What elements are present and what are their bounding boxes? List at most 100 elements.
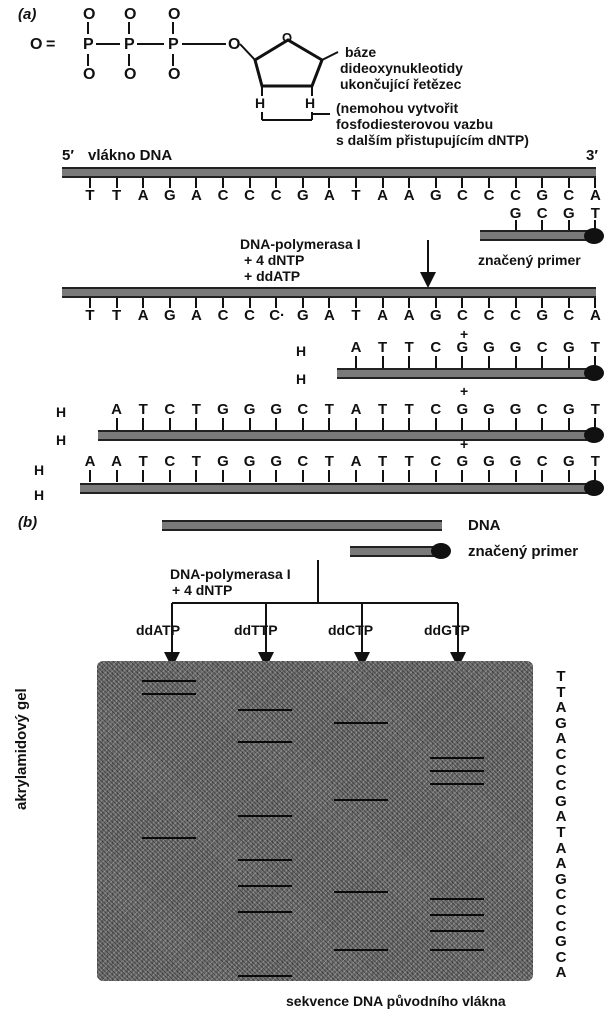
product-2-base: C xyxy=(297,401,309,418)
template-1-tick xyxy=(275,178,278,188)
product-3-tick xyxy=(355,470,357,482)
product-1-base: T xyxy=(590,339,600,356)
read-sequence-base: G xyxy=(555,792,567,810)
product-2-dot xyxy=(584,427,604,443)
product-2-tick xyxy=(275,418,278,430)
read-sequence-base: C xyxy=(555,886,567,904)
primer-base: T xyxy=(590,205,600,222)
primer-label-dot xyxy=(584,228,604,244)
primer-b-dot xyxy=(431,543,451,559)
template-1-tick xyxy=(381,178,384,188)
reaction-a-line-1: DNA-polymerasa I xyxy=(240,236,361,252)
product-3-base: C xyxy=(164,453,176,470)
read-sequence-base: C xyxy=(555,746,567,763)
template-2-base: T xyxy=(351,307,361,324)
product-2-tick xyxy=(567,418,570,430)
template-1-base: C xyxy=(270,187,282,204)
product-3-base: A xyxy=(111,453,123,470)
product-2-base: C xyxy=(164,401,176,418)
phosphorus-2: P xyxy=(124,36,135,53)
product-3-base: G xyxy=(509,453,522,470)
product-3-tick xyxy=(541,470,544,482)
template-1-tick xyxy=(408,178,411,188)
product-2-tick xyxy=(142,418,145,430)
template-2-tick xyxy=(541,298,544,308)
product-strand-3 xyxy=(80,483,591,494)
gel-band-ddctp xyxy=(334,798,388,801)
product-2-base: T xyxy=(590,401,600,418)
template-2-base: C xyxy=(483,307,495,324)
template-1-tick xyxy=(142,178,145,188)
template-1-tick xyxy=(461,178,464,188)
gel-band-ddttp xyxy=(238,885,292,887)
template-2-tick xyxy=(434,298,437,308)
read-sequence-base: G xyxy=(555,714,567,732)
primer-strand-b xyxy=(350,546,436,557)
product-2-base: C xyxy=(536,401,548,418)
three-prime-label: 3′ xyxy=(586,147,598,164)
hydrogen-right: H xyxy=(305,95,316,111)
template-1-base: G xyxy=(163,187,176,204)
template-2-tick xyxy=(115,298,118,308)
template-2-tick xyxy=(168,298,171,308)
primer-base: C xyxy=(536,205,548,222)
product-3-tick xyxy=(461,470,464,482)
oxygen-top-3: O xyxy=(168,6,181,23)
product-3-base: A xyxy=(350,453,362,470)
template-1-tick xyxy=(567,178,570,188)
product-1-h-top: H xyxy=(296,343,307,359)
product-3-dot xyxy=(584,480,604,496)
product-2-base: C xyxy=(430,401,442,418)
gel-label: akrylamidový gel xyxy=(13,688,30,810)
template-2-base: G xyxy=(429,307,442,324)
product-1-base: G xyxy=(456,339,469,356)
template-1-tick xyxy=(301,178,304,188)
template-1-tick xyxy=(89,178,91,188)
product-2-tick xyxy=(514,418,517,430)
product-1-tick xyxy=(381,356,384,368)
no-bond-label-2: fosfodiesterovou vazbu xyxy=(336,116,494,132)
product-3-tick xyxy=(328,470,331,482)
primer-tick xyxy=(514,220,517,230)
read-sequence-base: A xyxy=(555,730,567,748)
panel-a-label: (a) xyxy=(18,6,37,23)
template-2-base: T xyxy=(85,307,95,324)
gel-band-ddgtp xyxy=(430,769,484,772)
product-3-tick xyxy=(248,470,251,482)
product-3-base: G xyxy=(217,453,229,470)
primer-base: G xyxy=(562,205,575,222)
template-1-base: T xyxy=(351,187,361,204)
product-2-tick xyxy=(381,418,384,430)
template-1-tick xyxy=(434,178,437,188)
template-2-tick xyxy=(408,298,411,308)
product-3-base: G xyxy=(243,453,256,470)
product-2-h-top: H xyxy=(56,404,67,420)
hydrogen-left: H xyxy=(255,95,266,111)
template-2-tick xyxy=(275,298,278,308)
no-bond-label-1: (nemohou vytvořit xyxy=(336,100,459,116)
product-2-tick xyxy=(594,418,597,430)
gel-band-ddttp xyxy=(238,974,292,977)
template-2-tick xyxy=(461,298,464,308)
read-sequence-base: T xyxy=(556,824,566,841)
product-1-tick xyxy=(434,356,437,368)
template-2-tick xyxy=(142,298,145,308)
gel-band-ddctp xyxy=(334,891,388,894)
read-sequence-base: A xyxy=(555,808,567,826)
template-2-tick xyxy=(567,298,570,308)
product-1-tick xyxy=(355,356,357,368)
product-2-base: A xyxy=(350,401,362,418)
product-strand-1 xyxy=(337,368,591,379)
product-2-tick xyxy=(168,418,171,430)
gel-band-ddgtp xyxy=(430,757,484,759)
oxygen-left: O xyxy=(30,36,43,53)
template-2-base: C xyxy=(563,307,575,324)
plus-1: + xyxy=(460,326,469,342)
template-2-tick xyxy=(248,298,251,308)
read-sequence-base: C xyxy=(555,761,567,779)
oxygen-top-1: O xyxy=(83,6,96,23)
template-1-tick xyxy=(355,178,357,188)
reaction-b-line-2: + 4 dNTP xyxy=(172,582,233,598)
template-2-base: A xyxy=(589,307,601,324)
template-1-base: A xyxy=(137,187,149,204)
